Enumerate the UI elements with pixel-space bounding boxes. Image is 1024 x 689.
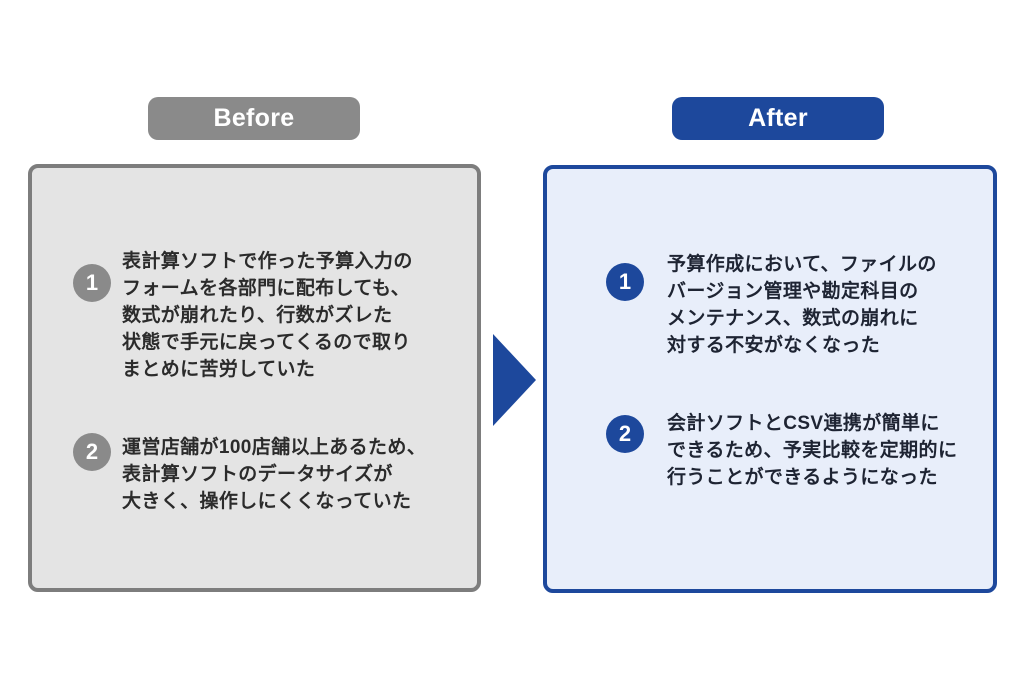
after-item-2: 2 会計ソフトとCSV連携が簡単に できるため、予実比較を定期的に 行うことがで… [606,410,957,491]
before-item-1-text: 表計算ソフトで作った予算入力の フォームを各部門に配布しても、 数式が崩れたり、… [122,251,413,380]
after-label: After [748,104,808,132]
after-panel: 1 予算作成において、ファイルの バージョン管理や勘定科目の メンテナンス、数式… [543,165,997,593]
before-panel: 1 表計算ソフトで作った予算入力の フォームを各部門に配布しても、 数式が崩れた… [28,164,481,592]
right-arrow-icon [493,334,536,426]
before-item-1: 1 表計算ソフトで作った予算入力の フォームを各部門に配布しても、 数式が崩れた… [73,248,413,383]
number-badge-2: 2 [606,415,644,453]
before-label-pill: Before [148,97,360,140]
after-item-1-text: 予算作成において、ファイルの バージョン管理や勘定科目の メンテナンス、数式の崩… [667,254,937,356]
number-badge-1: 1 [606,263,644,301]
before-label: Before [213,104,295,132]
number-badge-2: 2 [73,433,111,471]
after-item-2-text: 会計ソフトとCSV連携が簡単に できるため、予実比較を定期的に 行うことができる… [667,413,958,488]
after-item-1: 1 予算作成において、ファイルの バージョン管理や勘定科目の メンテナンス、数式… [606,251,937,359]
before-item-2: 2 運営店舗が100店舗以上あるため、 表計算ソフトのデータサイズが 大きく、操… [73,433,426,515]
after-label-pill: After [672,97,884,140]
number-badge-1: 1 [73,264,111,302]
before-item-2-text: 運営店舗が100店舗以上あるため、 表計算ソフトのデータサイズが 大きく、操作し… [122,437,427,512]
